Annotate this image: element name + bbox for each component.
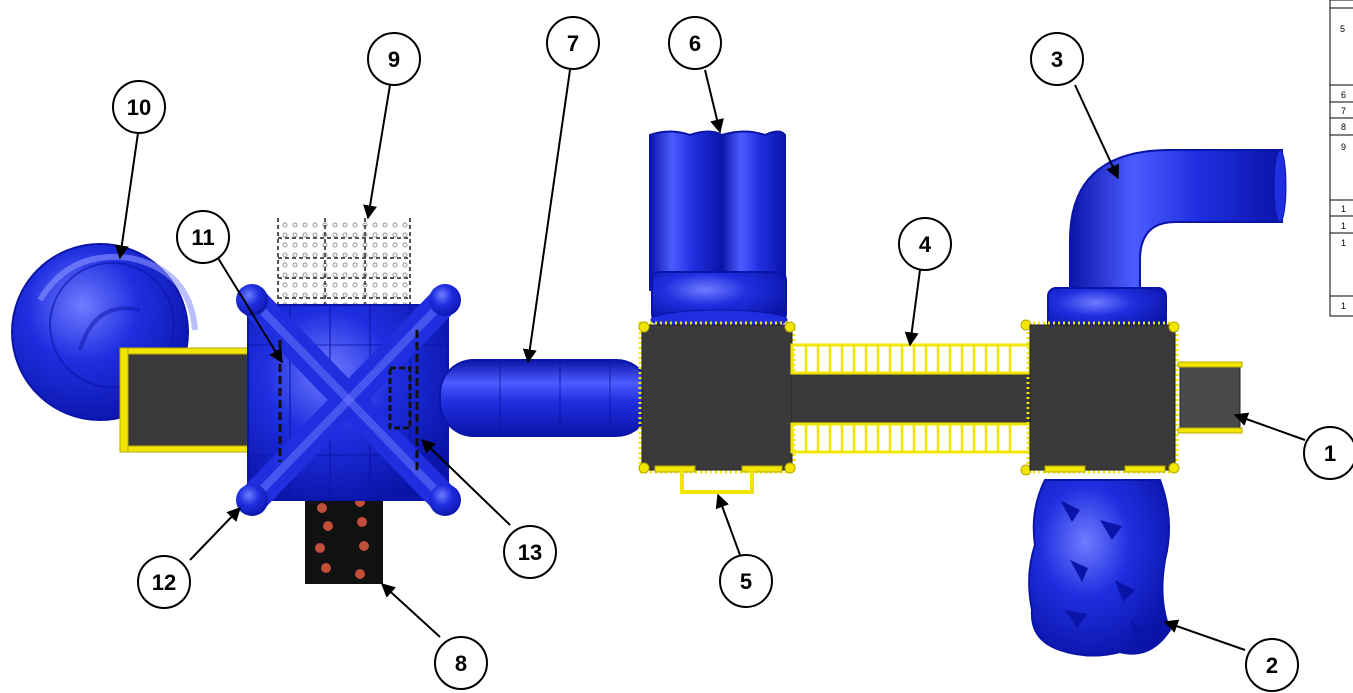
leader-7 bbox=[522, 69, 571, 364]
callout-1: 1 bbox=[1303, 426, 1353, 480]
callout-11-label: 11 bbox=[191, 225, 214, 250]
callout-6: 6 bbox=[668, 16, 722, 70]
leader-3 bbox=[1074, 84, 1120, 180]
callout-3-label: 3 bbox=[1051, 47, 1063, 72]
double-slide bbox=[649, 130, 788, 331]
callout-13-label: 13 bbox=[518, 540, 542, 565]
callout-6-label: 6 bbox=[689, 31, 701, 56]
legend-row-8: 8 bbox=[1341, 122, 1346, 132]
callout-9-label: 9 bbox=[388, 47, 400, 72]
entry-steps bbox=[1177, 361, 1243, 434]
callout-3: 3 bbox=[1030, 32, 1084, 86]
left-tower bbox=[236, 284, 461, 516]
callout-13: 13 bbox=[503, 525, 557, 579]
middle-deck bbox=[638, 321, 796, 474]
legend-table: 5 6 7 8 9 1 1 1 1 bbox=[1329, 0, 1353, 317]
crawl-tube bbox=[439, 359, 651, 437]
bridge bbox=[790, 319, 1032, 476]
callout-8: 8 bbox=[434, 636, 488, 690]
legend-row-7: 7 bbox=[1341, 106, 1346, 116]
leader-2 bbox=[1163, 619, 1246, 651]
callout-7-label: 7 bbox=[567, 31, 579, 56]
rock-climbing-panel bbox=[305, 490, 383, 584]
deck-step-handle bbox=[680, 470, 754, 494]
legend-row-5: 5 bbox=[1340, 24, 1345, 34]
legend-row-6: 6 bbox=[1341, 90, 1346, 100]
callout-2: 2 bbox=[1245, 638, 1299, 692]
leader-4 bbox=[904, 269, 921, 347]
callout-12-label: 12 bbox=[152, 570, 176, 595]
rock-climbing-wall bbox=[1028, 479, 1172, 657]
callout-7: 7 bbox=[546, 16, 600, 70]
callout-11: 11 bbox=[176, 210, 230, 264]
curved-tube-slide bbox=[1047, 149, 1287, 331]
right-deck bbox=[1026, 321, 1180, 474]
chain-ladder bbox=[277, 218, 411, 310]
leader-5 bbox=[715, 493, 741, 556]
leader-lines bbox=[114, 69, 1306, 651]
legend-row-13: 1 bbox=[1341, 301, 1346, 311]
callout-9: 9 bbox=[367, 32, 421, 86]
callout-5: 5 bbox=[719, 554, 773, 608]
callout-1-label: 1 bbox=[1324, 441, 1336, 466]
leader-9 bbox=[363, 84, 391, 220]
leader-11 bbox=[217, 257, 283, 364]
legend-row-9: 9 bbox=[1341, 142, 1346, 152]
callout-5-label: 5 bbox=[740, 569, 752, 594]
callout-2-label: 2 bbox=[1266, 653, 1278, 678]
legend-row-10: 1 bbox=[1341, 204, 1346, 214]
legend-row-11: 1 bbox=[1341, 221, 1346, 231]
leader-13 bbox=[420, 439, 511, 526]
legend-row-12: 1 bbox=[1341, 238, 1346, 248]
leader-8 bbox=[380, 583, 441, 638]
left-slide-deck bbox=[119, 347, 255, 453]
callout-4: 4 bbox=[898, 217, 952, 271]
leader-10 bbox=[114, 132, 139, 260]
callout-12: 12 bbox=[137, 555, 191, 609]
tower-ladder-frame bbox=[388, 330, 419, 470]
callout-10: 10 bbox=[112, 80, 166, 134]
leader-6 bbox=[704, 69, 724, 134]
leader-1 bbox=[1233, 412, 1306, 441]
callout-4-label: 4 bbox=[919, 232, 932, 257]
callout-8-label: 8 bbox=[455, 651, 467, 676]
callouts: 1 2 3 4 5 6 7 8 bbox=[112, 16, 1353, 692]
leader-12 bbox=[189, 506, 241, 561]
callout-10-label: 10 bbox=[127, 95, 151, 120]
